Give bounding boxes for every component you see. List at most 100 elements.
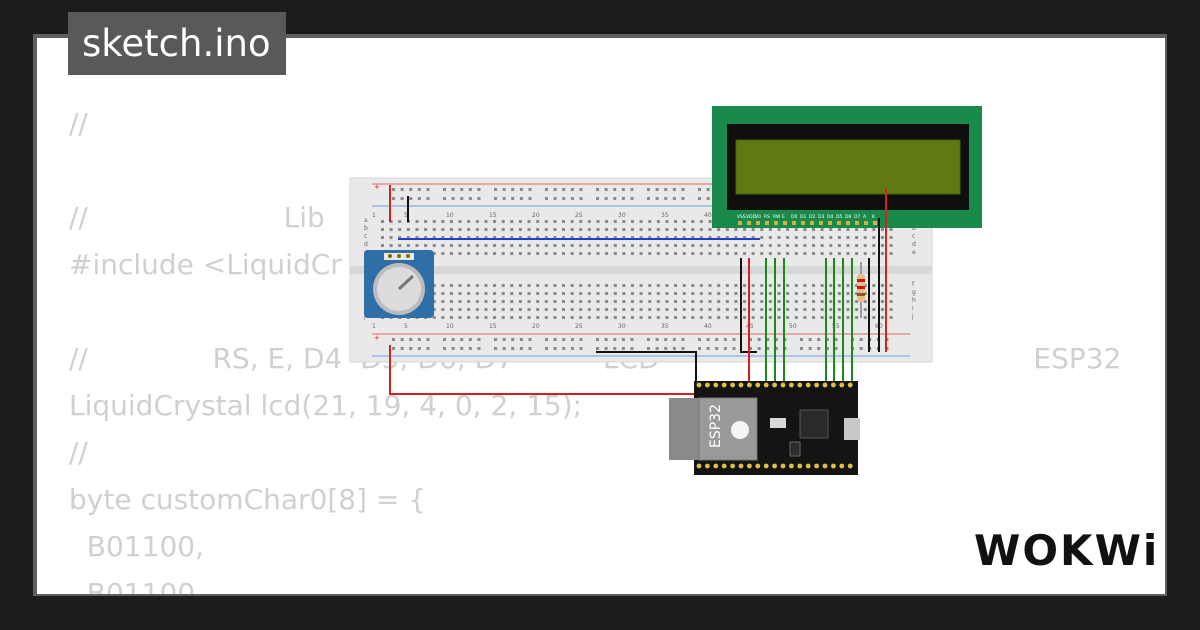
breadboard-hole: [648, 316, 652, 319]
breadboard-hole: [494, 338, 497, 341]
breadboard-hole: [381, 220, 384, 223]
breadboard-hole: [751, 284, 755, 287]
breadboard-hole: [528, 338, 532, 341]
breadboard-hole: [777, 316, 781, 319]
breadboard-hole: [553, 197, 557, 200]
breadboard-hole: [570, 220, 574, 223]
breadboard-column-number: 20: [532, 323, 540, 330]
breadboard-hole: [734, 292, 738, 295]
breadboard-hole: [880, 236, 884, 239]
breadboard-hole: [460, 338, 464, 341]
breadboard-hole: [605, 316, 609, 319]
breadboard-hole: [449, 252, 453, 255]
breadboard-hole: [837, 284, 841, 287]
breadboard-hole: [725, 308, 729, 311]
breadboard-hole: [518, 244, 522, 247]
breadboard-hole: [587, 228, 591, 231]
breadboard-hole: [699, 244, 703, 247]
breadboard-hole: [766, 347, 770, 350]
breadboard-hole: [743, 316, 747, 319]
breadboard-hole: [855, 236, 859, 239]
breadboard-hole: [553, 300, 557, 303]
breadboard-hole: [777, 228, 781, 231]
breadboard-hole: [691, 300, 695, 303]
breadboard-hole: [562, 236, 566, 239]
breadboard-hole: [863, 284, 867, 287]
lcd-pin: [756, 221, 760, 225]
breadboard-hole: [527, 220, 531, 223]
lcd-pin-label: D6: [845, 214, 851, 220]
breadboard-hole: [579, 252, 583, 255]
breadboard-hole: [715, 347, 719, 350]
breadboard-hole: [451, 197, 455, 200]
esp32-header-pin: [780, 463, 786, 469]
breadboard-hole: [872, 308, 876, 311]
breadboard-hole: [449, 316, 453, 319]
breadboard-hole: [863, 236, 867, 239]
potentiometer[interactable]: [364, 250, 434, 318]
breadboard-hole: [536, 252, 540, 255]
breadboard-hole: [545, 197, 548, 200]
lcd-pin: [837, 221, 841, 225]
breadboard-hole: [570, 197, 574, 200]
breadboard-hole: [510, 220, 514, 223]
breadboard-hole: [613, 252, 617, 255]
breadboard-hole: [544, 308, 548, 311]
breadboard-hole: [622, 220, 626, 223]
esp32-header-pin: [847, 382, 853, 388]
breadboard-hole: [734, 316, 738, 319]
breadboard-hole: [794, 236, 798, 239]
breadboard-hole: [518, 292, 522, 295]
breadboard-hole: [699, 236, 703, 239]
breadboard-hole: [682, 308, 686, 311]
breadboard-hole: [803, 300, 807, 303]
breadboard-hole: [800, 338, 803, 341]
breadboard-hole: [725, 252, 729, 255]
breadboard-hole: [672, 188, 676, 191]
lcd-pin-label: V0: [755, 214, 761, 220]
breadboard-hole: [699, 316, 703, 319]
breadboard-hole: [494, 188, 497, 191]
breadboard-hole: [639, 300, 643, 303]
breadboard-hole: [527, 244, 531, 247]
breadboard-row-letter: g: [912, 289, 916, 296]
breadboard-hole: [855, 292, 859, 295]
breadboard-hole: [760, 300, 764, 303]
breadboard-hole: [449, 228, 453, 231]
breadboard-hole: [774, 338, 778, 341]
breadboard-hole: [665, 292, 669, 295]
breadboard-hole: [381, 244, 384, 247]
sketch-tab-title[interactable]: sketch.ino: [68, 12, 286, 75]
breadboard-hole: [475, 236, 479, 239]
breadboard-hole: [630, 292, 634, 295]
breadboard-hole: [648, 228, 652, 231]
lcd-pin: [783, 221, 787, 225]
breadboard-hole: [519, 197, 523, 200]
breadboard-hole: [717, 244, 721, 247]
breadboard-hole: [502, 197, 506, 200]
breadboard-hole: [846, 300, 850, 303]
breadboard-hole: [812, 284, 815, 287]
breadboard-hole: [484, 292, 488, 295]
breadboard-hole: [449, 244, 453, 247]
breadboard-hole: [501, 220, 505, 223]
breadboard-hole: [432, 252, 436, 255]
breadboard-hole: [674, 292, 678, 295]
breadboard-hole: [630, 188, 634, 191]
breadboard-hole: [674, 308, 678, 311]
breadboard-hole: [817, 347, 821, 350]
breadboard-hole: [544, 316, 548, 319]
breadboard-hole: [544, 244, 548, 247]
breadboard-hole: [493, 236, 497, 239]
esp32-board[interactable]: ESP32: [669, 381, 860, 475]
breadboard-hole: [803, 308, 807, 311]
breadboard-hole: [443, 197, 446, 200]
breadboard-hole: [553, 284, 557, 287]
breadboard-hole: [484, 244, 488, 247]
breadboard-hole: [880, 252, 884, 255]
lcd-pin: [801, 221, 805, 225]
breadboard-hole: [708, 292, 712, 295]
breadboard-hole: [786, 284, 790, 287]
